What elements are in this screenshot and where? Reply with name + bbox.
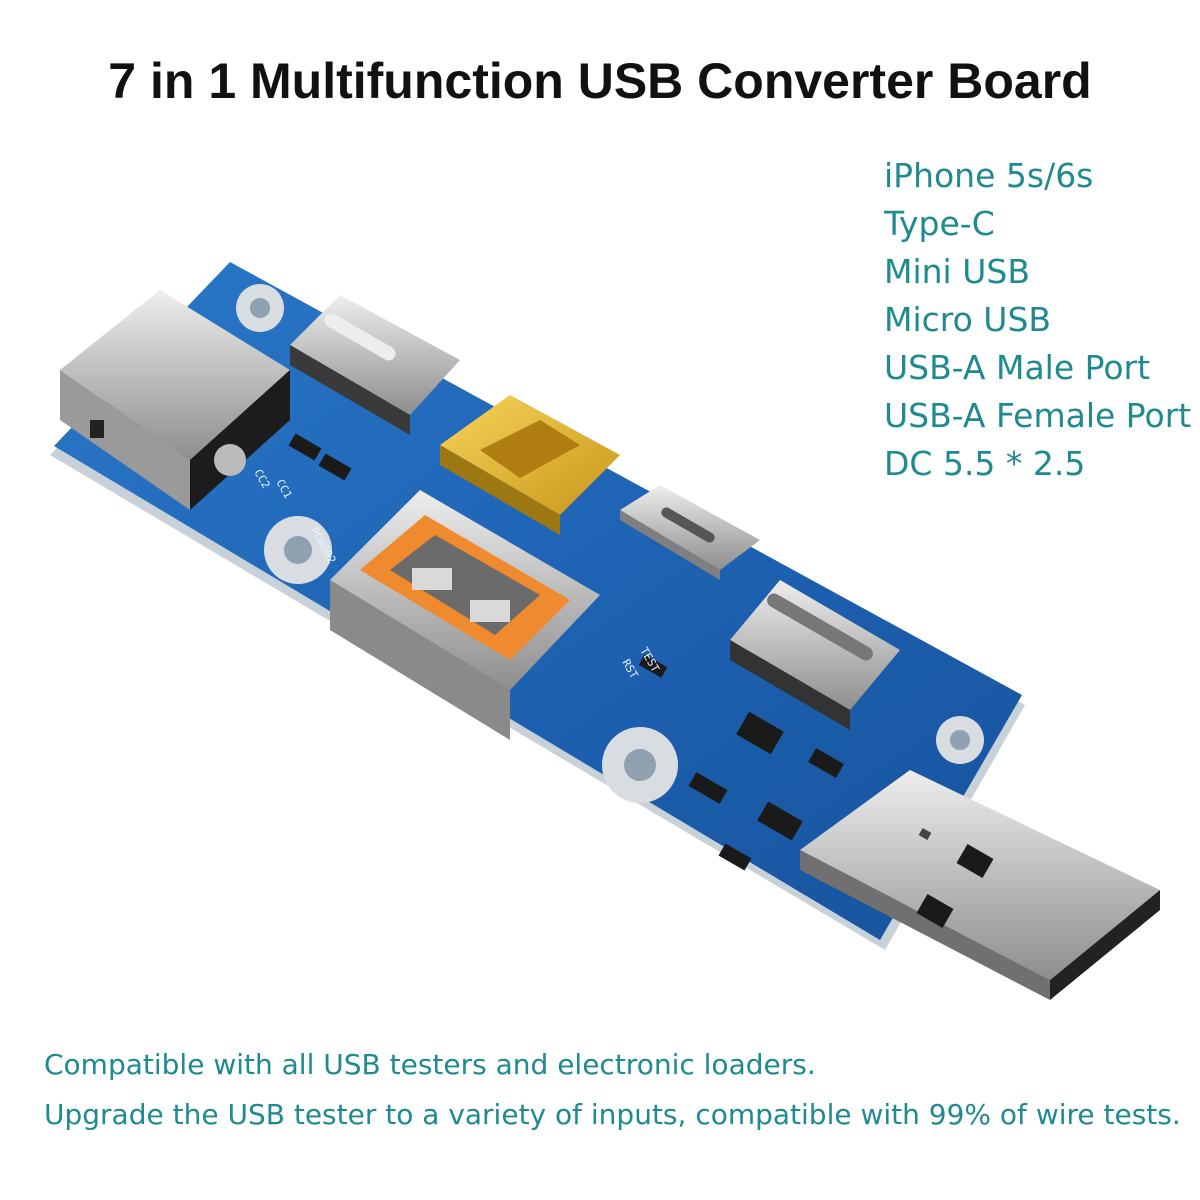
feature-item-iphone: iPhone 5s/6s xyxy=(884,156,1094,195)
feature-item-micro-usb: Micro USB xyxy=(884,300,1052,339)
feature-item-usb-a-female: USB-A Female Port xyxy=(884,396,1192,435)
micro-usb-port xyxy=(620,485,760,580)
feature-item-dc-jack: DC 5.5 * 2.5 xyxy=(884,444,1086,483)
footer-text: Compatible with all USB testers and elec… xyxy=(44,1040,1181,1140)
product-image: POW002 CC1 CC2 TEST RST xyxy=(40,250,1180,1010)
mini-usb-port xyxy=(440,395,620,535)
usb-converter-board-illustration: POW002 CC1 CC2 TEST RST xyxy=(50,262,1160,1000)
usb-a-male-plug xyxy=(800,770,1160,1000)
page-title: 7 in 1 Multifunction USB Converter Board xyxy=(108,53,1092,109)
footer-line-1: Compatible with all USB testers and elec… xyxy=(44,1048,816,1081)
lightning-port xyxy=(730,580,900,730)
feature-item-usb-a-male: USB-A Male Port xyxy=(884,348,1151,387)
footer-line-2: Upgrade the USB tester to a variety of i… xyxy=(44,1098,1181,1131)
feature-list: iPhone 5s/6s Type-C Mini USB Micro USB U… xyxy=(884,152,1191,488)
usb-a-female-port xyxy=(330,490,600,740)
feature-item-type-c: Type-C xyxy=(884,204,995,243)
feature-item-mini-usb: Mini USB xyxy=(884,252,1030,291)
dc-jack-connector xyxy=(60,290,290,510)
type-c-port-top xyxy=(290,295,460,435)
smd-components xyxy=(288,433,844,871)
mounting-holes xyxy=(236,284,984,803)
